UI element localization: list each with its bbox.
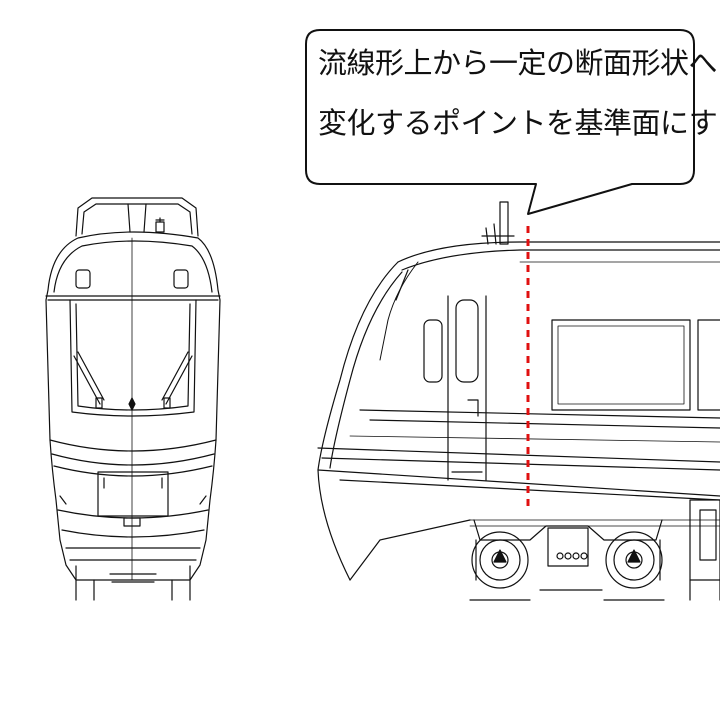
bogie xyxy=(469,519,665,601)
front-view xyxy=(45,197,221,601)
side-view xyxy=(317,201,720,601)
speech-bubble xyxy=(305,29,695,215)
callout-line-1: 流線形上から一定の断面形状へと xyxy=(318,46,720,80)
callout-line-2: 変化するポイントを基準面にする xyxy=(318,106,720,140)
